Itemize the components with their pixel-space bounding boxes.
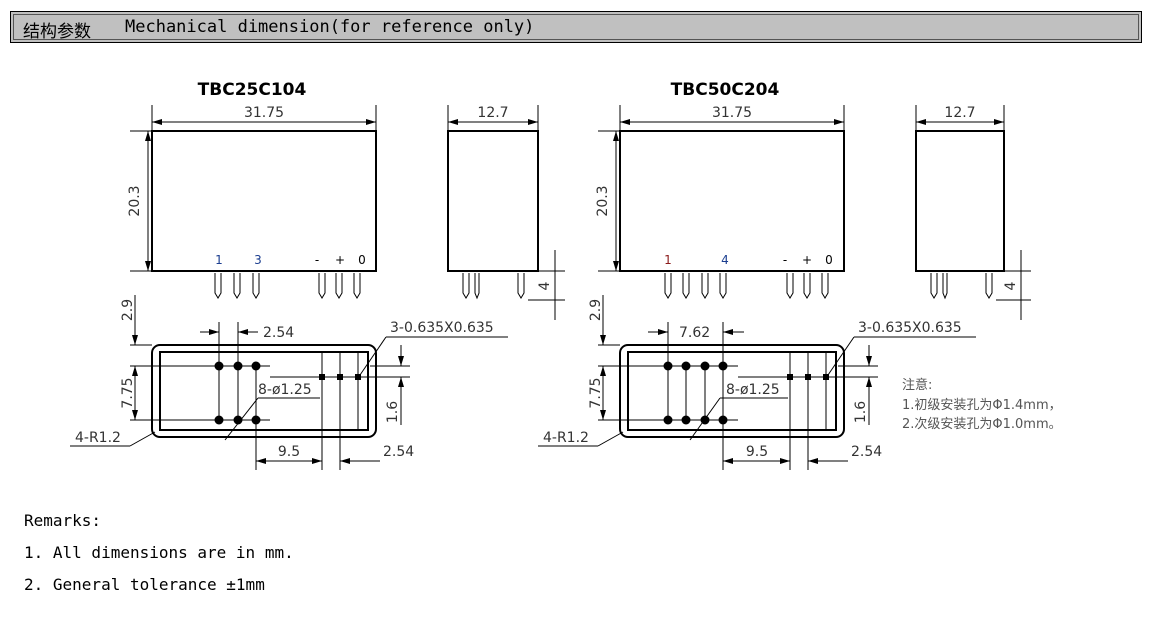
part-2-drawing: TBC50C204 31.75 20.3 1 4 - + 0 12.7 4 (538, 80, 1031, 470)
part-2-pin-length-dim: 4 (1003, 281, 1019, 290)
part-2-pins (664, 273, 829, 299)
remarks-title: Remarks: (24, 511, 102, 530)
part-1-row-spacing-dim: 7.75 (120, 377, 136, 408)
pin-label: 1 (664, 253, 672, 267)
part-2-offset-dim: 2.9 (588, 299, 604, 321)
pin-label: 4 (721, 253, 729, 267)
remarks-line: 2. General tolerance ±1mm (24, 575, 265, 594)
pin-label: 1 (215, 253, 223, 267)
part-1-width-dim: 12.7 (477, 105, 508, 121)
part-1-drawing: TBC25C104 31.75 20.3 1 3 - + 0 12.7 4 (70, 80, 565, 470)
part-2-title: TBC50C204 (671, 80, 780, 100)
section-header: 结构参数 Mechanical dimension(for reference … (10, 11, 1142, 43)
part-2-length-dim: 31.75 (712, 105, 752, 121)
part-1-round-holes-note: 8-ø1.25 (258, 382, 312, 398)
notes-line: 1.初级安装孔为Φ1.4mm， (902, 398, 1062, 413)
part-1-pin-length-dim: 4 (537, 281, 553, 290)
part-1-spacing-b-dim: 2.54 (383, 444, 414, 460)
part-2-row-spacing-dim: 7.75 (588, 377, 604, 408)
part-1-corner-radius-note: 4-R1.2 (75, 430, 121, 446)
mounting-notes: 注意: 1.初级安装孔为Φ1.4mm， 2.次级安装孔为Φ1.0mm。 (902, 377, 1062, 432)
part-2-round-holes-note: 8-ø1.25 (726, 382, 780, 398)
part-2-height-dim: 20.3 (595, 185, 611, 216)
part-1-side-view (447, 130, 539, 272)
part-1-square-pins-note: 3-0.635X0.635 (390, 320, 494, 336)
part-2-square-pins-note: 3-0.635X0.635 (858, 320, 962, 336)
part-1-height-dim: 20.3 (127, 185, 143, 216)
part-2-width-dim: 12.7 (944, 105, 975, 121)
pin-label: 0 (358, 253, 366, 267)
part-1-bottom-view (151, 344, 377, 438)
part-1-offset-dim: 2.9 (120, 299, 136, 321)
part-2-square-offset-dim: 1.6 (853, 401, 869, 423)
pin-label: 0 (825, 253, 833, 267)
part-2-bottom-view (619, 344, 845, 438)
notes-title: 注意: (902, 377, 932, 393)
pin-label: - (783, 253, 787, 267)
part-1-pins (214, 273, 361, 299)
part-1-spacing-a-dim: 9.5 (278, 444, 300, 460)
notes-line: 2.次级安装孔为Φ1.0mm。 (902, 416, 1062, 432)
part-1-title: TBC25C104 (198, 80, 307, 100)
part-2-corner-radius-note: 4-R1.2 (543, 430, 589, 446)
part-1-front-view (151, 130, 377, 272)
part-1-length-dim: 31.75 (244, 105, 284, 121)
part-1-pitch-dim: 2.54 (263, 325, 294, 341)
part-2-side-view (915, 130, 1005, 272)
header-title-cn: 结构参数 (23, 22, 91, 42)
part-1-square-offset-dim: 1.6 (385, 401, 401, 423)
header-title-en: Mechanical dimension(for reference only) (125, 17, 535, 37)
part-2-pitch-dim: 7.62 (679, 325, 710, 341)
pin-label: - (315, 253, 319, 267)
part-2-spacing-b-dim: 2.54 (851, 444, 882, 460)
pin-label: 3 (254, 253, 262, 267)
pin-label: + (802, 253, 812, 267)
part-2-spacing-a-dim: 9.5 (746, 444, 768, 460)
part-2-front-view (619, 130, 845, 272)
remarks-line: 1. All dimensions are in mm. (24, 543, 294, 562)
pin-label: + (335, 253, 345, 267)
